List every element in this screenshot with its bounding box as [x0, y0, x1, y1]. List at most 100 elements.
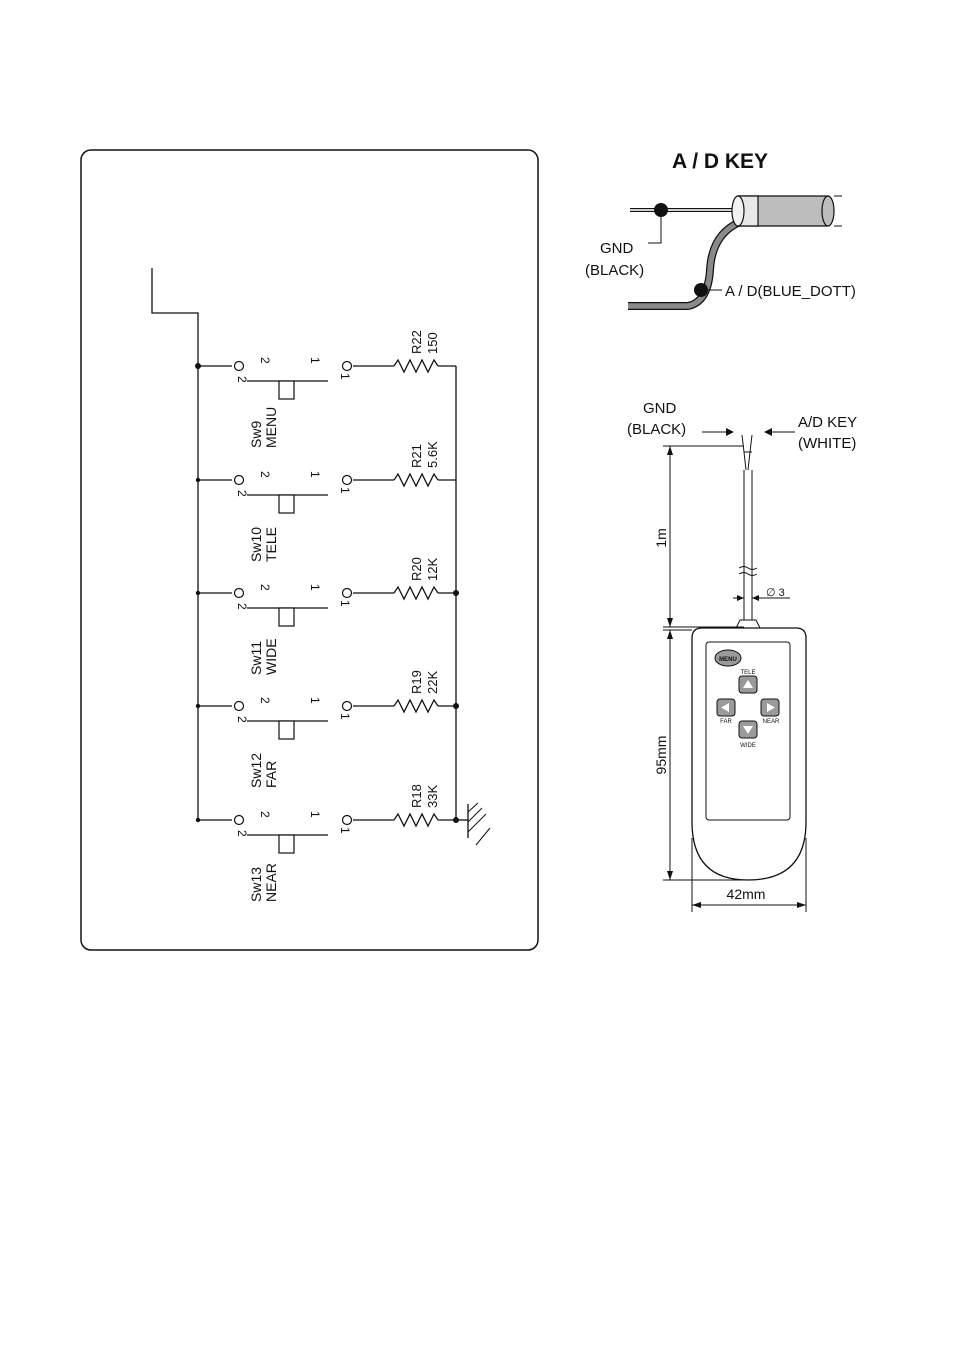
triangle-down-icon — [743, 726, 753, 734]
switch-id-label: Sw12 — [248, 753, 264, 788]
wide-label: WIDE — [740, 743, 756, 749]
ground-symbol — [456, 802, 491, 846]
junction-dot — [195, 590, 201, 596]
resistor-id-label: R20 — [409, 557, 424, 581]
junction-dot — [453, 817, 459, 823]
input-wire — [151, 268, 199, 820]
wide-button[interactable] — [738, 720, 758, 739]
contact-terminal — [341, 700, 353, 712]
switch-id-label: Sw10 — [248, 527, 264, 562]
width-label: 42mm — [727, 886, 766, 902]
pin-label-inner: 1 — [308, 697, 322, 704]
junction-dot — [195, 703, 201, 709]
switch-name-label: NEAR — [263, 863, 279, 902]
gnd-label-1: GND — [600, 240, 634, 257]
pin-label-left: 2 — [235, 490, 249, 497]
junction-dot — [453, 703, 459, 709]
remote-drawing: GND (BLACK) A/D KEY (WHITE) ∅ 3 MENU TEL… — [627, 400, 857, 912]
resistor-symbol — [393, 812, 439, 828]
pin-label-right: 1 — [338, 600, 352, 607]
switch-button-symbol — [278, 720, 295, 740]
contact-terminal — [341, 474, 353, 486]
resistor-id-label: R19 — [409, 670, 424, 694]
switch-button-symbol — [278, 607, 295, 627]
switch-id-label: Sw11 — [248, 641, 264, 675]
diameter-label: ∅ 3 — [766, 587, 785, 599]
resistor-value-label: 22K — [425, 671, 440, 694]
pin-label-inner: 1 — [308, 471, 322, 478]
junction-dot — [453, 590, 459, 596]
pin-label-inner: 2 — [258, 811, 272, 818]
ad-key-cable-diagram: A / D KEY GND (BLACK) A / D(BLUE_DOTT) — [585, 150, 856, 310]
ad-key-title: A / D KEY — [672, 150, 768, 173]
pin-label-left: 2 — [235, 830, 249, 837]
schematic-frame — [80, 149, 539, 951]
switch-button-symbol — [278, 380, 295, 400]
remote-gnd-label-2: (BLACK) — [627, 421, 686, 438]
resistor-value-label: 150 — [425, 332, 440, 354]
triangle-right-icon — [767, 703, 775, 712]
pin-label-inner: 1 — [308, 584, 322, 591]
switch-id-label: Sw9 — [248, 421, 264, 448]
resistor-value-label: 5.6K — [425, 441, 440, 468]
far-label: FAR — [720, 719, 732, 725]
pin-label-left: 2 — [235, 603, 249, 610]
triangle-up-icon — [743, 680, 753, 688]
pin-label-left: 2 — [235, 376, 249, 383]
contact-terminal — [233, 814, 245, 826]
near-button[interactable] — [760, 698, 780, 717]
junction-dot — [195, 817, 201, 823]
triangle-left-icon — [721, 703, 729, 712]
menu-button[interactable]: MENU — [714, 649, 742, 667]
resistor-symbol — [393, 472, 439, 488]
remote-ad-label-1: A/D KEY — [798, 414, 857, 431]
pin-label-right: 1 — [338, 713, 352, 720]
resistor-symbol — [393, 358, 439, 374]
switch-name-label: TELE — [263, 527, 279, 562]
pin-label-inner: 2 — [258, 471, 272, 478]
pin-label-inner: 1 — [308, 811, 322, 818]
switch-name-label: MENU — [263, 407, 279, 448]
ad-label: A / D(BLUE_DOTT) — [725, 283, 856, 300]
height-label: 95mm — [653, 736, 669, 775]
menu-label: MENU — [719, 657, 737, 663]
remote-ad-label-2: (WHITE) — [798, 435, 856, 452]
resistor-id-label: R18 — [409, 784, 424, 808]
pin-label-right: 1 — [338, 373, 352, 380]
pin-label-left: 2 — [235, 716, 249, 723]
resistor-symbol — [393, 698, 439, 714]
resistor-value-label: 33K — [425, 785, 440, 808]
switch-name-label: FAR — [263, 761, 279, 788]
tele-button[interactable] — [738, 675, 758, 694]
resistor-id-label: R22 — [409, 330, 424, 354]
contact-terminal — [341, 814, 353, 826]
gnd-label-2: (BLACK) — [585, 262, 644, 279]
pin-label-inner: 2 — [258, 697, 272, 704]
tele-label: TELE — [740, 670, 755, 676]
contact-terminal — [341, 587, 353, 599]
cable-length-label: 1m — [653, 528, 669, 547]
remote-gnd-label-1: GND — [643, 400, 677, 417]
far-button[interactable] — [716, 698, 736, 717]
contact-terminal — [341, 360, 353, 372]
contact-terminal — [233, 360, 245, 372]
pin-label-inner: 2 — [258, 357, 272, 364]
contact-terminal — [233, 700, 245, 712]
switch-button-symbol — [278, 834, 295, 854]
switch-button-symbol — [278, 494, 295, 514]
switch-name-label: WIDE — [263, 638, 279, 675]
switch-id-label: Sw13 — [248, 867, 264, 902]
pin-label-inner: 2 — [258, 584, 272, 591]
near-label: NEAR — [763, 719, 780, 725]
pin-label-right: 1 — [338, 827, 352, 834]
junction-dot — [195, 477, 201, 483]
resistor-id-label: R21 — [409, 444, 424, 468]
pin-label-inner: 1 — [308, 357, 322, 364]
